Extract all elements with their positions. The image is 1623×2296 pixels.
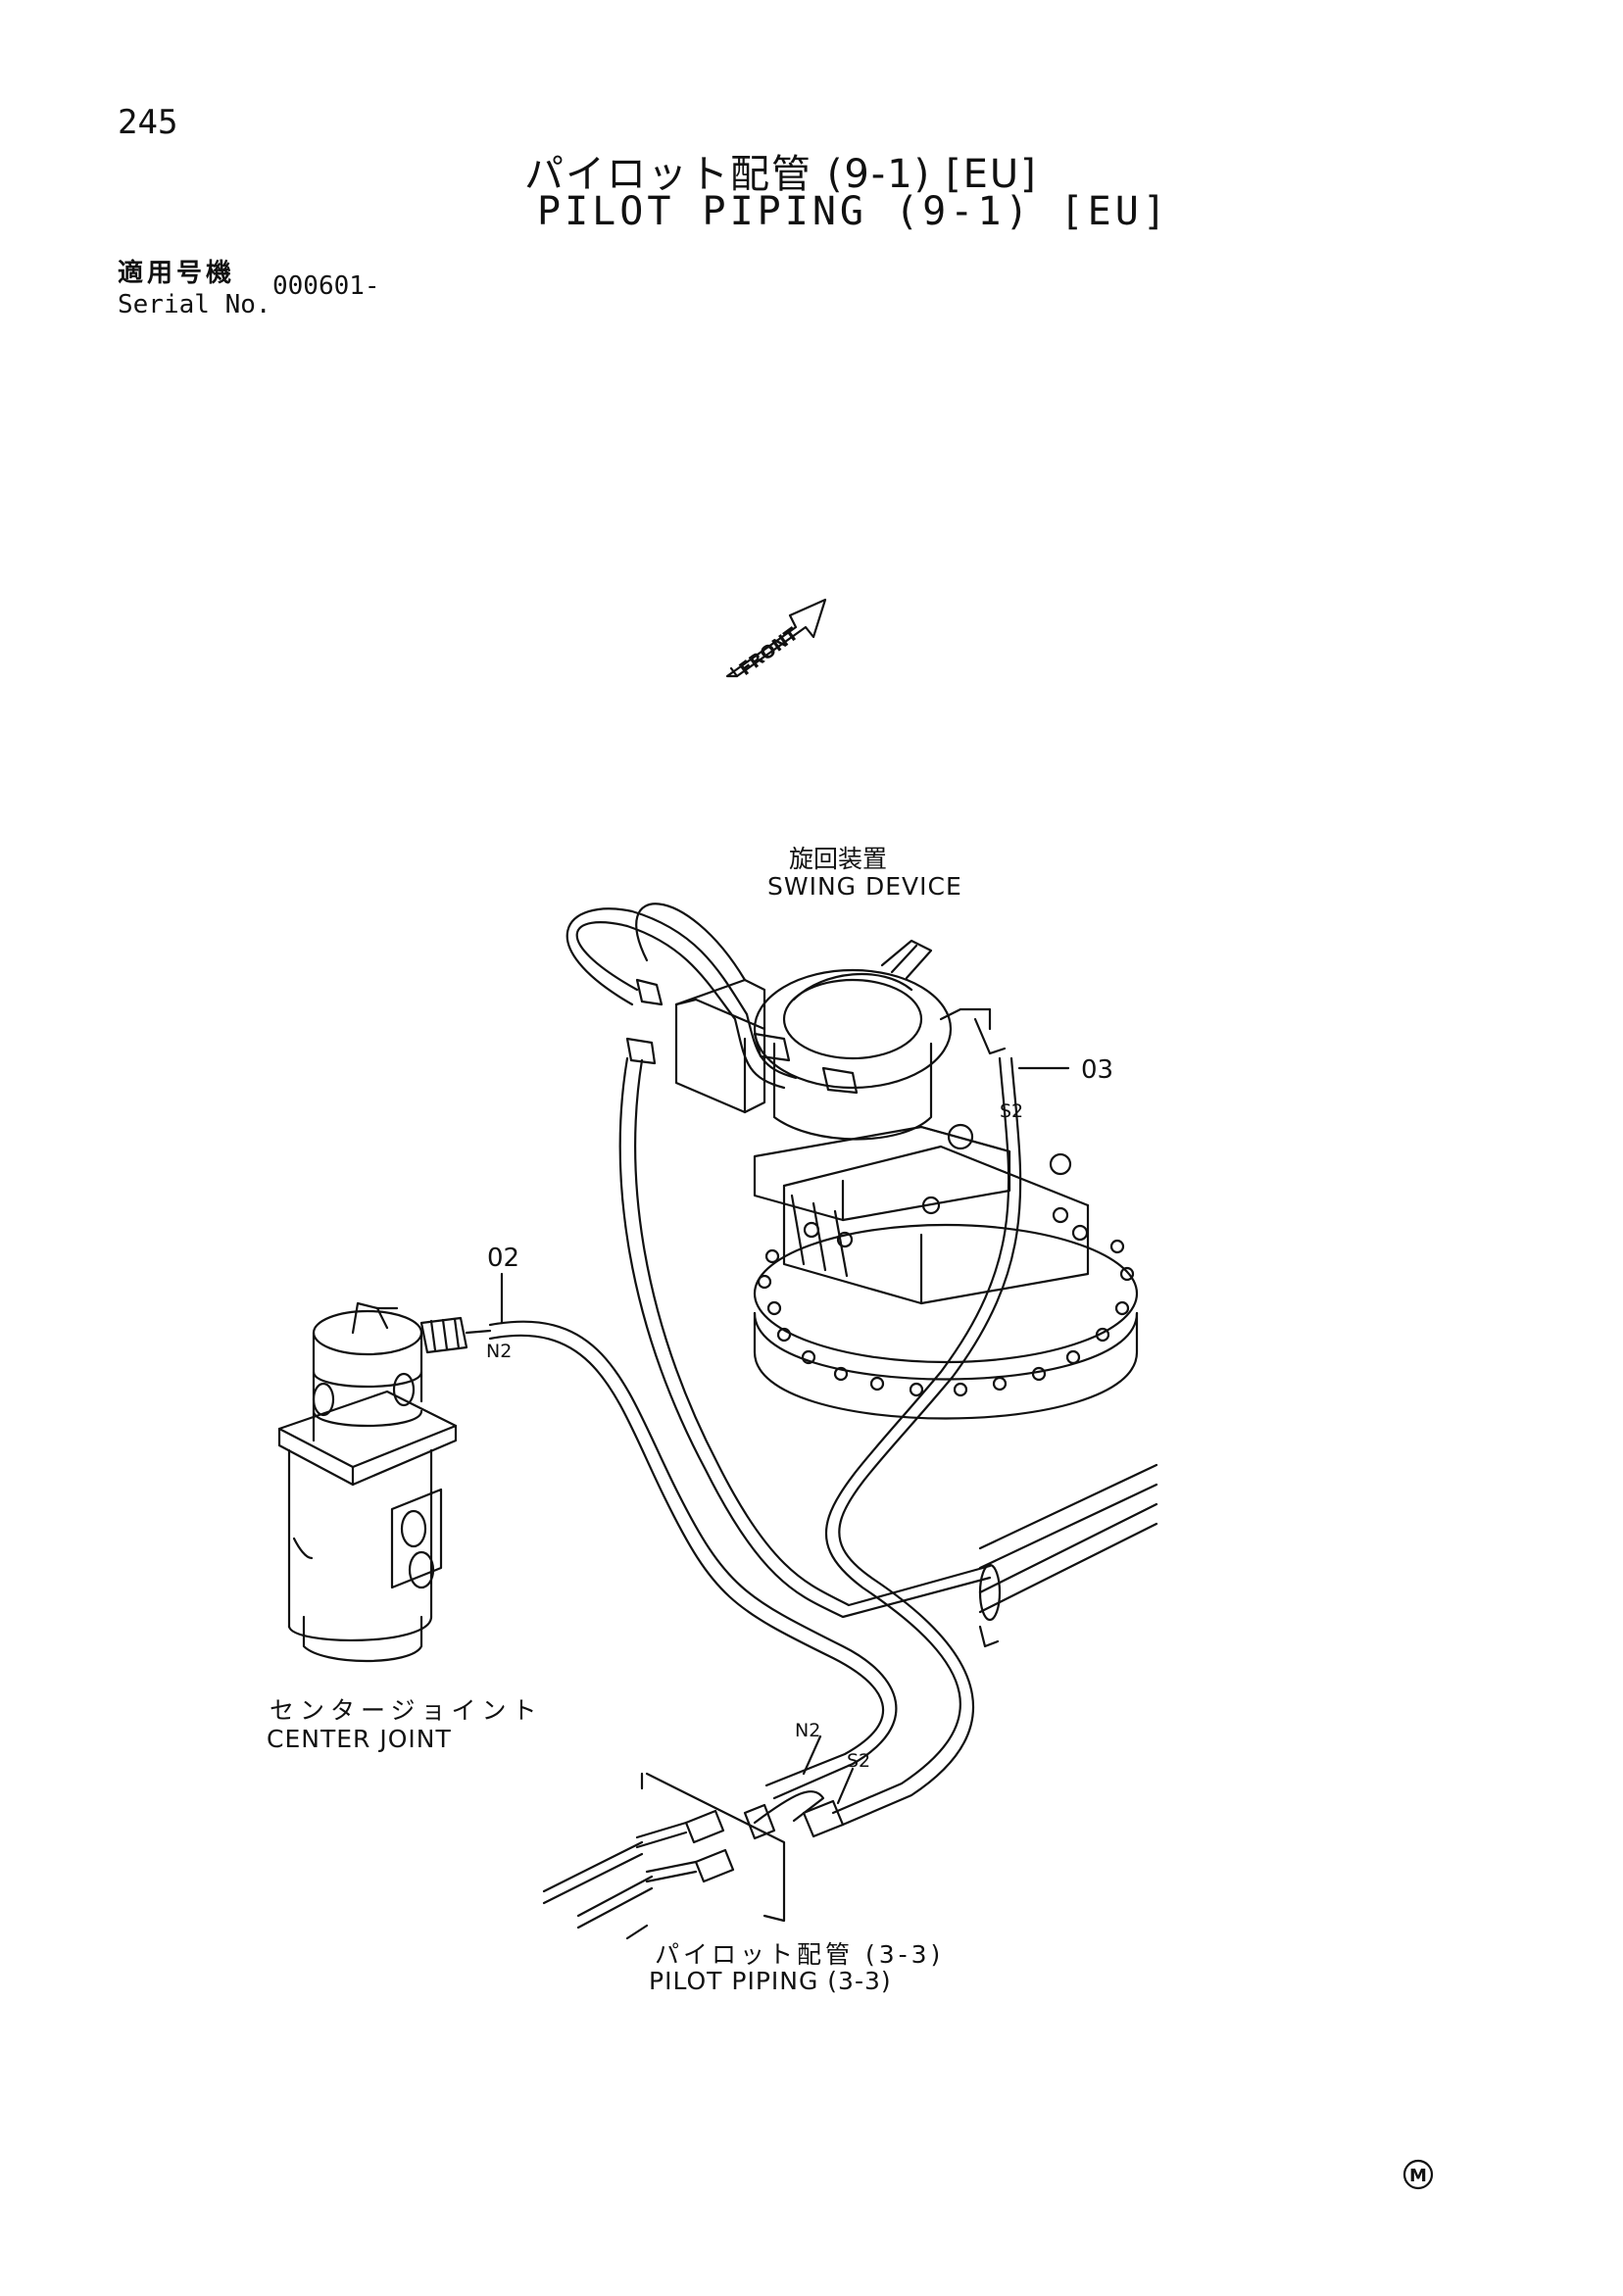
- center-joint-drawing: [277, 1301, 492, 1663]
- leader-n2-lower: [802, 1734, 822, 1776]
- swing-device-drawing: [625, 939, 1139, 1420]
- hose-s2: [824, 1056, 1022, 1827]
- front-arrow-icon: [725, 598, 827, 678]
- hose-return: [566, 903, 992, 1619]
- pilot-piping-ref-label-jp: パイロット配管 (3-3): [655, 1940, 945, 1969]
- page-title-en: PILOT PIPING (9-1) [EU]: [537, 189, 1170, 234]
- callout-03: 03: [1081, 1055, 1113, 1085]
- page-title-jp: パイロット配管 (9-1) [EU]: [524, 152, 1038, 197]
- port-n2-upper: N2: [486, 1341, 512, 1362]
- frame-rail: [978, 1463, 1158, 1648]
- port-n2-lower: N2: [795, 1720, 820, 1741]
- swing-device-label-en: SWING DEVICE: [767, 872, 962, 901]
- m-mark-label: M: [1409, 2166, 1427, 2186]
- leader-s2-lower: [836, 1767, 855, 1805]
- serial-label-en: Serial No.: [118, 290, 271, 319]
- port-s2-upper: S2: [1000, 1100, 1023, 1122]
- center-joint-label-en: CENTER JOINT: [267, 1725, 452, 1753]
- m-mark-icon: M: [1402, 2159, 1434, 2190]
- swing-device-label-jp: 旋回装置: [789, 845, 888, 873]
- serial-label-jp: 適用号機: [118, 259, 236, 288]
- center-joint-label-jp: センタージョイント: [270, 1696, 543, 1725]
- front-arrow-label: FRONT: [736, 623, 804, 680]
- hose-n2: [488, 1320, 898, 1800]
- port-s2-lower: S2: [847, 1750, 870, 1772]
- bulkhead-plate: [542, 1772, 845, 1940]
- pilot-piping-ref-label-en: PILOT PIPING (3-3): [649, 1967, 892, 1995]
- serial-value: 000601-: [272, 271, 380, 301]
- callout-02: 02: [487, 1244, 519, 1273]
- page-number: 245: [118, 103, 178, 142]
